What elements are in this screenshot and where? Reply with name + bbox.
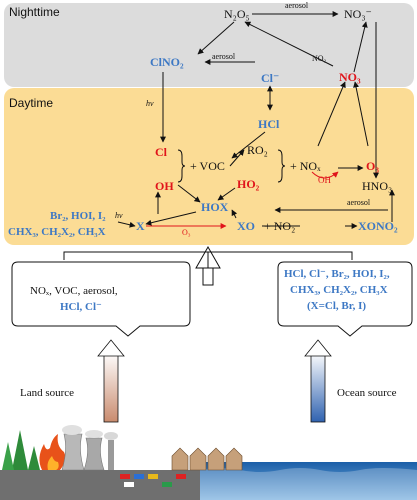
aerosol-label-low: aerosol — [347, 198, 371, 207]
hv-label-bottom: hv — [115, 211, 123, 220]
aerosol-label-top: aerosol — [285, 1, 309, 10]
hno3-label: HNO₃ — [362, 179, 393, 193]
oh-label: OH — [155, 179, 174, 193]
ocean-box-line1: HCl, Cl⁻, Br₂, HOI, I₂, — [284, 268, 390, 280]
land-box-line2: HCl, Cl⁻ — [60, 301, 102, 313]
nox-label: + NOₓ — [290, 159, 321, 173]
land-source-arrow — [97, 339, 125, 423]
plus-no2-label: + NO₂ — [264, 219, 296, 233]
o3-label: O₃ — [366, 159, 379, 173]
clno2-label: ClNO₂ — [150, 55, 184, 69]
no2-small-label: NO₂ — [312, 54, 327, 63]
precursors-line1: Br₂, HOI, I₂ — [50, 210, 106, 222]
ocean-source-arrow — [304, 339, 332, 423]
halogen-x-label: X — [136, 219, 145, 233]
factory-icon — [61, 425, 118, 471]
land-source-label: Land source — [20, 387, 75, 399]
chloride-night-label: Cl⁻ — [261, 71, 280, 85]
cl-atom-label: Cl — [155, 145, 167, 159]
ro2-label: RO₂ — [247, 143, 268, 157]
nitrate-ion-label: NO₃⁻ — [344, 7, 372, 21]
ocean-source-label: Ocean source — [337, 387, 397, 399]
daytime-panel — [4, 88, 414, 245]
emission-merge-arrow — [63, 245, 353, 269]
land-source-box — [11, 261, 191, 337]
hcl-label: HCl — [258, 117, 280, 131]
fire-icon — [39, 434, 66, 470]
no3-radical-label: NO₃ — [339, 70, 361, 84]
landscape-illustration — [0, 425, 417, 500]
nighttime-label: Nighttime — [9, 5, 60, 19]
hox-label: HOX — [201, 200, 229, 214]
ocean-box-line3: (X=Cl, Br, I) — [307, 300, 367, 312]
ho2-label: HO₂ — [237, 177, 260, 191]
land-box-line1: NOₓ, VOC, aerosol, — [30, 285, 118, 297]
oh-small-label: OH — [318, 175, 331, 185]
hv-label-left: hv — [146, 99, 154, 108]
ocean-box-line2: CHX₃, CH₂X₂, CH₃X — [290, 284, 388, 296]
houses-icon — [171, 447, 243, 471]
nighttime-panel — [4, 3, 414, 87]
traffic-icon — [120, 474, 186, 487]
precursors-line2: CHX₃, CH₂X₂, CH₃X — [8, 226, 106, 238]
xono2-label: XONO₂ — [358, 219, 398, 233]
voc-label: + VOC — [190, 159, 225, 173]
o3-small-label: O₃ — [182, 228, 191, 237]
tree-icon — [2, 430, 40, 470]
daytime-label: Daytime — [9, 96, 54, 110]
aerosol-label-mid: aerosol — [212, 52, 236, 61]
xo-label: XO — [237, 219, 255, 233]
ocean-source-box — [277, 261, 413, 337]
n2o5-label: N₂O₅ — [224, 7, 250, 21]
